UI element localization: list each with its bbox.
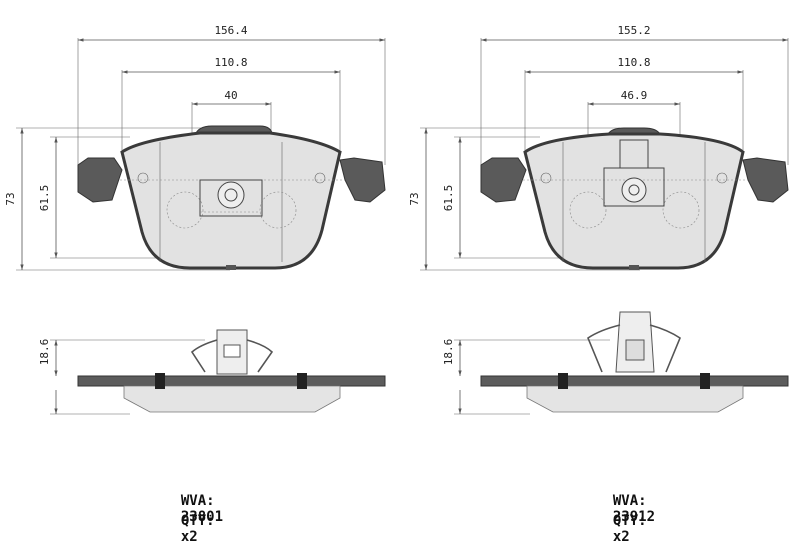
left-width-inner-text: 110.8 <box>214 56 247 69</box>
left-wva-value: 23801 <box>180 509 224 525</box>
right-height-friction-text: 61.5 <box>442 185 455 212</box>
technical-drawing: 156.4 110.8 40 73 61.5 <box>4 24 789 415</box>
left-pad-front-view: 156.4 110.8 40 73 61.5 <box>4 24 386 271</box>
right-wva-label: WVA: <box>612 493 647 509</box>
left-pad-side-view: 18.6 <box>38 329 386 415</box>
right-pad-side-view: 18.6 <box>442 311 789 415</box>
right-center-gap-text: 46.9 <box>621 89 648 102</box>
right-thickness-text: 18.6 <box>442 339 455 366</box>
left-center-gap-text: 40 <box>224 89 237 102</box>
left-height-total-text: 73 <box>4 192 17 205</box>
right-width-inner-text: 110.8 <box>617 56 650 69</box>
right-qty-value: x2 <box>612 529 630 545</box>
left-qty-label: QTY: <box>180 513 215 529</box>
right-wva-value: 23912 <box>612 509 656 525</box>
left-thickness-text: 18.6 <box>38 339 51 366</box>
left-width-total-text: 156.4 <box>214 24 247 37</box>
left-wva-label: WVA: <box>180 493 215 509</box>
left-qty-value: x2 <box>180 529 198 545</box>
right-width-total-text: 155.2 <box>617 24 650 37</box>
left-qty-row: QTY: x2 <box>164 497 215 545</box>
right-qty-label: QTY: <box>612 513 647 529</box>
right-pad-front-view: 155.2 110.8 46.9 73 61.5 <box>408 24 789 271</box>
right-wva-row: WVA: 23912 <box>596 477 655 525</box>
left-wva-row: WVA: 23801 <box>164 477 223 525</box>
left-height-friction-text: 61.5 <box>38 185 51 212</box>
right-qty-row: QTY: x2 <box>596 497 647 545</box>
right-height-total-text: 73 <box>408 192 421 205</box>
